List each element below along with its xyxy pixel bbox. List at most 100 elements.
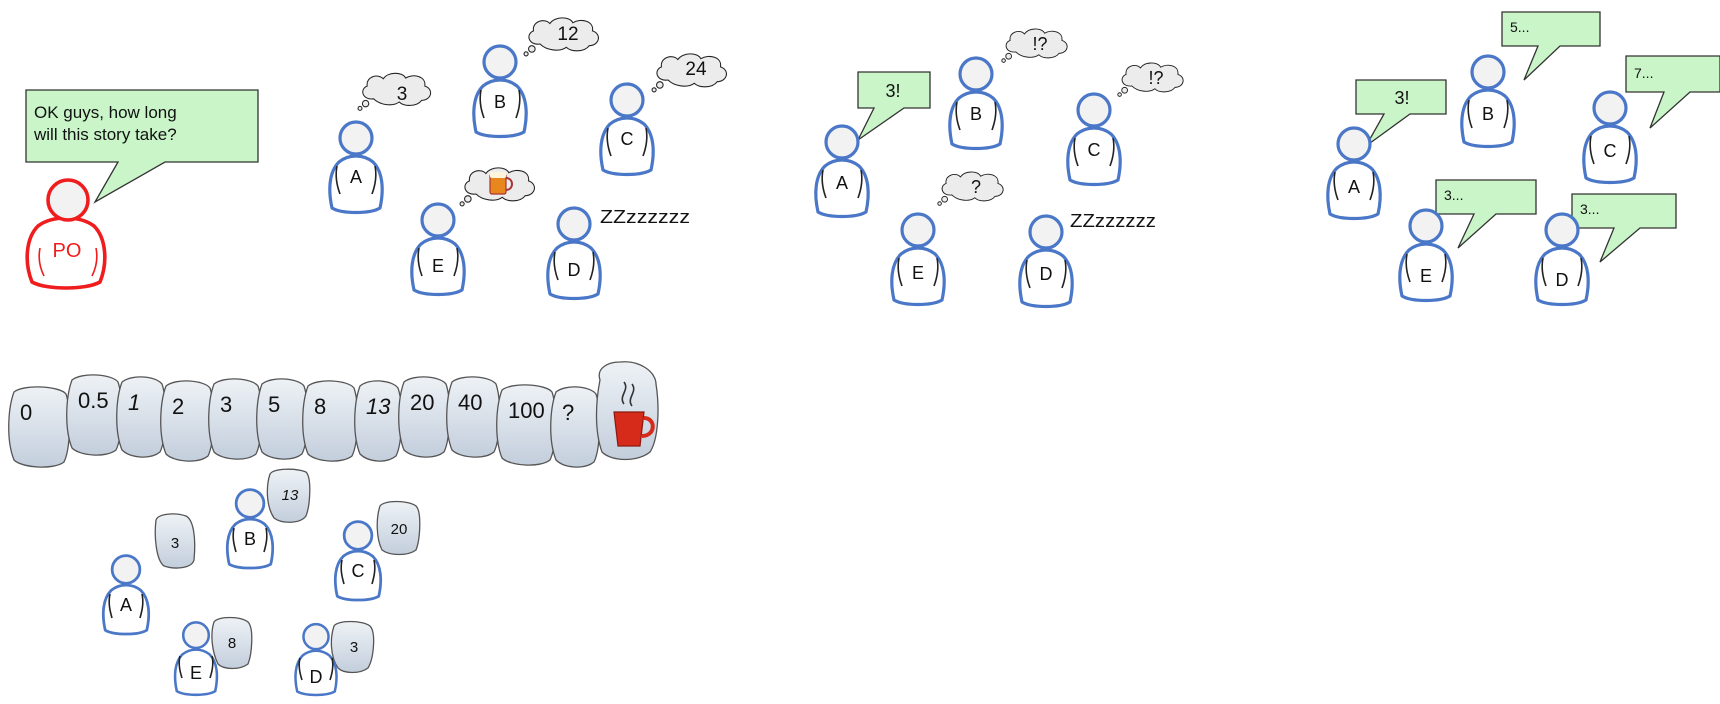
snore-d: ZZzzzzzz	[600, 207, 690, 227]
person-b3: B	[1460, 54, 1516, 149]
deck-card: 3	[208, 378, 263, 460]
thought-cloud-b: 12	[523, 17, 600, 57]
person-a3-label: A	[1348, 177, 1360, 197]
card-e-value: 8	[228, 635, 236, 652]
held-card-a: 3	[154, 513, 196, 569]
speech-bubble-c3: 7...	[1625, 55, 1720, 129]
deck-card: 20	[398, 376, 451, 458]
thought-e2-value: ?	[971, 177, 981, 197]
deck-card: 8	[302, 380, 359, 462]
card-b-value: 13	[282, 487, 299, 504]
deck-card: 0.5	[66, 374, 123, 456]
held-card-c: 20	[376, 500, 421, 556]
person-e-label: E	[432, 256, 444, 276]
person-c4: C	[333, 520, 383, 602]
person-a4: A	[101, 554, 151, 636]
person-e2: E	[890, 212, 946, 307]
thought-cloud-a: 3	[357, 72, 432, 111]
person-d3: D	[1534, 212, 1590, 307]
coffee-card	[595, 361, 659, 461]
person-a3: A	[1326, 126, 1382, 221]
person-e3-label: E	[1420, 266, 1432, 286]
person-a-label: A	[350, 167, 362, 187]
thought-c2-value: !?	[1148, 68, 1163, 88]
speech-c3-value: 7...	[1634, 65, 1653, 81]
person-b4-label: B	[244, 529, 256, 549]
person-b-label: B	[494, 92, 506, 112]
person-a2: A	[814, 124, 870, 219]
deck-card-value: 3	[220, 392, 232, 417]
deck-card: ?	[550, 386, 601, 468]
deck-card-value: ?	[562, 400, 574, 425]
person-e2-label: E	[912, 263, 924, 283]
person-c4-label: C	[352, 561, 365, 581]
person-c-label: C	[621, 129, 634, 149]
deck-card: 100	[496, 384, 557, 466]
card-d-value: 3	[350, 639, 358, 656]
person-c3: C	[1582, 90, 1638, 185]
deck-card-value: 1	[128, 390, 140, 415]
speech-bubble-d3: 3...	[1571, 193, 1677, 263]
person-c2: C	[1066, 92, 1122, 187]
speech-b3-value: 5...	[1510, 19, 1529, 35]
coffee-cup-icon	[613, 381, 655, 447]
person-b: B	[472, 44, 528, 139]
person-d2: D	[1018, 214, 1074, 309]
speech-a-value: 3!	[885, 81, 900, 101]
deck-card: 40	[446, 376, 501, 458]
po-person: PO	[25, 178, 107, 290]
person-e: E	[410, 202, 466, 297]
person-b2: B	[948, 56, 1004, 151]
thought-cloud-e	[459, 167, 536, 207]
person-a4-label: A	[120, 595, 132, 615]
person-d-label: D	[568, 260, 581, 280]
speech-bubble-a: 3!	[857, 71, 931, 141]
speech-a3-value: 3!	[1394, 88, 1409, 108]
person-e4: E	[173, 621, 219, 697]
beer-mug-icon	[489, 172, 513, 195]
person-b2-label: B	[970, 104, 982, 124]
deck-card-value: 13	[366, 394, 391, 419]
scene-3-anchored-answers: 3! 5... 7... 3... 3... A B	[1326, 11, 1720, 307]
held-card-e: 8	[211, 616, 253, 670]
deck-card: 1	[116, 376, 167, 458]
deck-card: 5	[256, 378, 309, 460]
deck-card: 13	[354, 380, 403, 462]
speech-bubble-b3: 5...	[1501, 11, 1601, 81]
person-e4-label: E	[190, 663, 202, 683]
deck-card: 2	[160, 380, 215, 462]
deck-card-value: 100	[508, 398, 545, 423]
po-speech-bubble: OK guys, how long will this story take?	[25, 89, 259, 204]
po-speech-line2: will this story take?	[33, 125, 177, 144]
deck-card: 0	[8, 386, 71, 468]
thought-cloud-c: 24	[651, 53, 728, 93]
speech-bubble-a3: 3!	[1355, 79, 1447, 147]
person-d4-label: D	[310, 667, 323, 687]
po-label: PO	[53, 240, 82, 262]
speech-d3-value: 3...	[1580, 201, 1599, 217]
card-a-value: 3	[171, 535, 179, 552]
person-b4: B	[225, 488, 275, 570]
person-d4: D	[294, 622, 338, 697]
held-card-d: 3	[330, 620, 375, 674]
person-d: D	[546, 206, 602, 301]
thought-cloud-c2: !?	[1117, 62, 1184, 97]
deck-card-value: 2	[172, 394, 184, 419]
po-speech-line1: OK guys, how long	[34, 103, 177, 122]
snore-d2: ZZzzzzzz	[1070, 211, 1156, 231]
thought-cloud-e2: ?	[937, 171, 1004, 206]
deck-card-value: 8	[314, 394, 326, 419]
deck-card-value: 40	[458, 390, 482, 415]
thought-c-value: 24	[685, 59, 707, 80]
person-c2-label: C	[1088, 140, 1101, 160]
person-b3-label: B	[1482, 104, 1494, 124]
speech-e3-value: 3...	[1444, 187, 1463, 203]
person-c3-label: C	[1604, 141, 1617, 161]
deck-card-value: 20	[410, 390, 434, 415]
thought-b2-value: !?	[1032, 34, 1047, 54]
card-c-value: 20	[391, 521, 408, 538]
speech-bubble-e3: 3...	[1435, 179, 1537, 249]
person-e3: E	[1398, 208, 1454, 303]
thought-b-value: 12	[557, 24, 578, 45]
